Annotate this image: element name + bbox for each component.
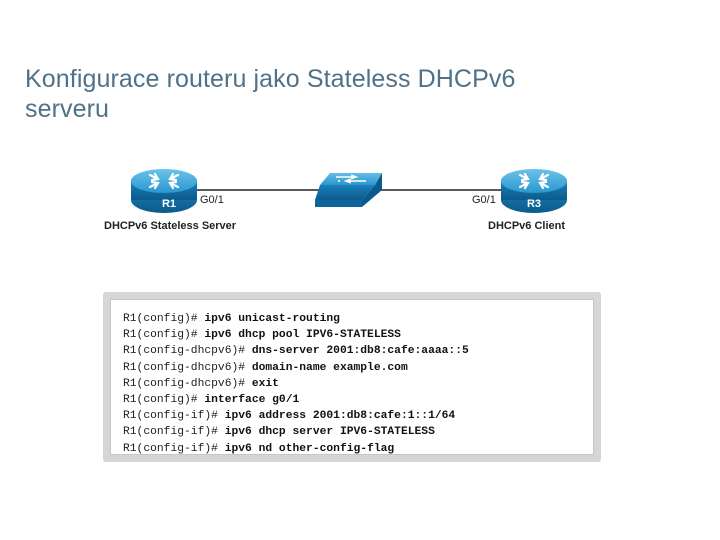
- cli-command: ipv6 unicast-routing: [204, 313, 340, 325]
- cli-command: ipv6 dhcp server IPV6-STATELESS: [224, 426, 435, 439]
- cli-line: R1(config-if)# ipv6 address 2001:db8:caf…: [123, 408, 593, 424]
- cli-line: R1(config-dhcpv6)# exit: [123, 376, 593, 392]
- cli-prompt: R1(config)#: [123, 313, 205, 325]
- role-label-r3: DHCPv6 Client: [488, 220, 565, 232]
- cli-command: interface g0/1: [204, 393, 300, 406]
- cli-prompt: R1(config)#: [123, 329, 205, 342]
- cli-prompt: R1(config-if)#: [123, 442, 225, 455]
- cli-command: dns-server 2001:db8:cafe:aaaa::5: [251, 345, 469, 358]
- router-label-r3: R3: [527, 198, 541, 210]
- cli-command: ipv6 nd other-config-flag: [224, 442, 395, 455]
- page-title-line-2: serveru: [25, 95, 110, 123]
- router-icon[interactable]: [131, 169, 197, 213]
- cli-command: ipv6 dhcp pool IPV6-STATELESS: [204, 329, 401, 342]
- cli-line: R1(config-if)# ipv6 nd other-config-flag: [123, 441, 593, 457]
- cli-line: R1(config)# ipv6 dhcp pool IPV6-STATELES…: [123, 327, 593, 343]
- cli-line: R1(config)# ipv6 unicast-routing: [123, 311, 593, 327]
- cli-output: R1(config)# ipv6 unicast-routing R1(conf…: [110, 299, 594, 455]
- page-title-line-1: Konfigurace routeru jako Stateless DHCPv…: [25, 65, 516, 93]
- cli-prompt: R1(config-if)#: [123, 426, 225, 439]
- router-icon[interactable]: [501, 169, 567, 213]
- switch-icon[interactable]: [315, 173, 382, 207]
- cli-line: R1(config-if)# ipv6 dhcp server IPV6-STA…: [123, 424, 593, 440]
- cli-line: R1(config-dhcpv6)# domain-name example.c…: [123, 360, 593, 376]
- cli-command: domain-name example.com: [251, 361, 408, 374]
- cli-prompt: R1(config-dhcpv6)#: [123, 361, 252, 374]
- cli-prompt: R1(config-if)#: [123, 410, 225, 423]
- cli-prompt: R1(config-dhcpv6)#: [123, 345, 252, 358]
- role-label-r1: DHCPv6 Stateless Server: [104, 220, 237, 232]
- page-title: Konfigurace routeru jako Stateless DHCPv…: [25, 64, 685, 124]
- interface-label-r1: G0/1: [200, 194, 224, 206]
- router-label-r1: R1: [162, 198, 176, 210]
- cli-command: exit: [251, 377, 279, 390]
- cli-line: R1(config-dhcpv6)# dns-server 2001:db8:c…: [123, 343, 593, 359]
- cli-prompt: R1(config-dhcpv6)#: [123, 377, 252, 390]
- cli-output-panel: R1(config)# ipv6 unicast-routing R1(conf…: [103, 292, 601, 462]
- cli-command: ipv6 address 2001:db8:cafe:1::1/64: [224, 410, 456, 423]
- cli-line: R1(config)# interface g0/1: [123, 392, 593, 408]
- cli-prompt: R1(config)#: [123, 393, 205, 406]
- interface-label-r3: G0/1: [472, 194, 496, 206]
